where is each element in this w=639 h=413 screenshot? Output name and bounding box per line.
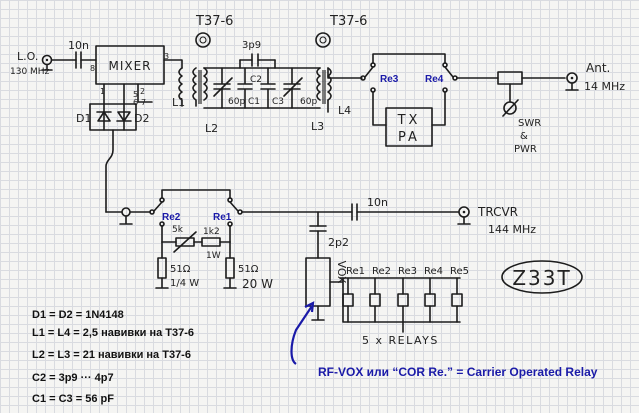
c1-label: C1	[248, 97, 260, 107]
trcvr-label: TRCVR	[477, 205, 518, 219]
resistor-51-quarter-w	[157, 257, 167, 279]
swr-bridge	[497, 71, 523, 85]
resistor-1k2	[201, 237, 221, 247]
note-rfvox: RF-VOX или “COR Re.” = Carrier Operated …	[318, 365, 598, 379]
cap-2p2-label: 2p2	[328, 236, 349, 249]
ant-label: Ant.	[586, 61, 610, 75]
relay-coils	[342, 277, 463, 323]
swr-amp-label: &	[520, 131, 528, 142]
pwr-label: PWR	[514, 144, 537, 155]
re2-label: Re2	[162, 212, 181, 223]
tx-label: TX	[397, 113, 421, 128]
cap60-2-label: 60p	[300, 97, 317, 107]
note-diodes: D1 = D2 = 1N4148	[32, 309, 124, 321]
d1-label: D1	[76, 112, 91, 125]
trcvr-freq-label: 144 MHz	[488, 223, 536, 236]
pot-label: 5k	[172, 225, 184, 235]
relay-re3-contacts	[360, 62, 376, 93]
d2-label: D2	[134, 112, 149, 125]
mixer-pin5: 5	[133, 90, 138, 99]
res-1w-label: 1W	[206, 251, 221, 261]
swr-meter-icon	[502, 99, 519, 117]
relay-coil-label-re2: Re2	[372, 266, 391, 277]
l1-label: L1	[172, 96, 185, 109]
diode-d2	[116, 111, 132, 122]
mixer-pin8: 8	[90, 64, 95, 73]
pa-label: PA	[398, 130, 420, 145]
c2-value-label: 3p9	[242, 40, 261, 51]
lo-label: L.O.	[17, 50, 38, 63]
note-l1-l4: L1 = L4 = 2,5 навивки на T37-6	[32, 327, 194, 339]
toroid1-label: T37-6	[195, 14, 233, 29]
rfvox-arrow	[290, 305, 313, 365]
relay-coil-label-re5: Re5	[450, 266, 469, 277]
coil-l3-l4	[316, 67, 332, 104]
ant-freq-label: 14 MHz	[584, 80, 625, 93]
mixer-pin3: 3	[164, 52, 169, 61]
re3-label: Re3	[380, 74, 399, 85]
mixer-pin2: 2	[140, 87, 145, 96]
lo-freq-label: 130 MHz	[10, 67, 50, 77]
swr-label: SWR	[518, 118, 541, 129]
l2-label: L2	[205, 122, 218, 135]
relay-re4-contacts	[442, 62, 458, 93]
vox-block	[305, 257, 331, 307]
cap-out-label: 10n	[367, 196, 388, 209]
c2-label: C2	[250, 75, 262, 85]
c3-label: C3	[272, 97, 284, 107]
capacitor-c1	[237, 67, 253, 109]
res51b-watt-label: 20 W	[242, 277, 273, 291]
capacitor-c3	[260, 67, 276, 109]
note-c1-c3: C1 = C3 = 56 pF	[32, 393, 114, 405]
mixer-pin6: 6	[133, 98, 138, 107]
resistor-51-20w	[225, 257, 235, 279]
antenna-connector	[565, 72, 579, 91]
note-l2-l3: L2 = L3 = 21 навивки на T37-6	[32, 349, 191, 361]
callsign-label: Z33T	[512, 266, 571, 290]
coil-l1-l2	[178, 67, 208, 107]
res51b-label: 51Ω	[238, 264, 259, 275]
relay-coil-label-re1: Re1	[346, 266, 365, 277]
trimmer-capacitor-1	[213, 67, 233, 109]
relay-coil-label-re3: Re3	[398, 266, 417, 277]
mixer-label: MIXER	[108, 59, 151, 73]
cap60-1-label: 60p	[228, 97, 245, 107]
mixer-pin1: 1	[100, 87, 105, 96]
re1-label: Re1	[213, 212, 232, 223]
trcvr-connector	[457, 206, 471, 225]
tx-pa-block	[385, 107, 433, 147]
trimmer-capacitor-2	[283, 67, 303, 109]
res-1k2-label: 1k2	[203, 227, 220, 237]
ground-connector-left	[119, 207, 133, 225]
toroid-icon-2	[315, 32, 331, 48]
res51a-watt-label: 1/4 W	[170, 278, 199, 289]
l3-label: L3	[311, 120, 324, 133]
re4-label: Re4	[425, 74, 444, 85]
relays-caption: 5 x RELAYS	[362, 334, 439, 347]
res51a-label: 51Ω	[170, 264, 191, 275]
relay-coil-label-re4: Re4	[424, 266, 443, 277]
diode-d1	[96, 111, 112, 122]
cap-in-label: 10n	[68, 39, 89, 52]
toroid2-label: T37-6	[329, 14, 367, 29]
callsign-oval	[501, 260, 583, 294]
l4-label: L4	[338, 104, 351, 117]
note-c2: C2 = 3p9 ··· 4p7	[32, 372, 114, 384]
mixer-block	[95, 45, 165, 85]
capacitor-c2	[251, 53, 259, 67]
toroid-icon-1	[195, 32, 211, 48]
